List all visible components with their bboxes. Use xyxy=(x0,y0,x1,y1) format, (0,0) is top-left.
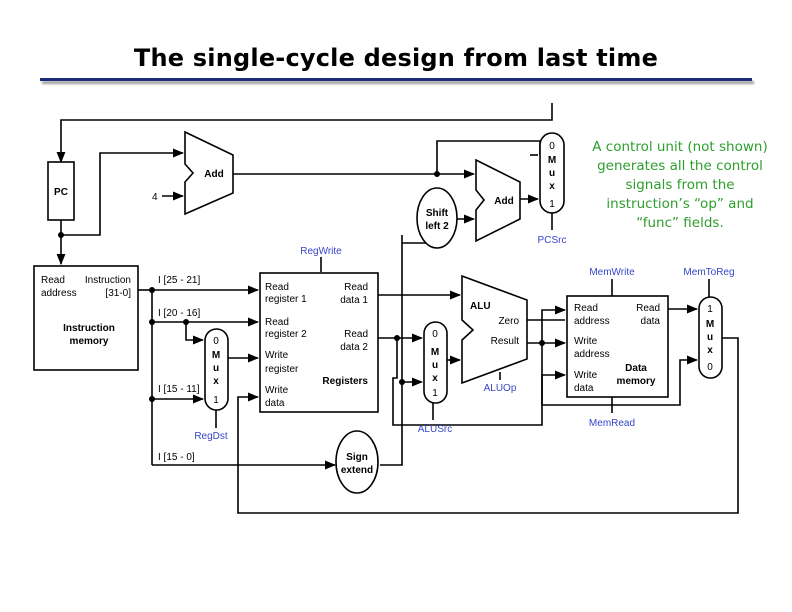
memtoreg-control-label: MemToReg xyxy=(683,267,734,278)
slide-title: The single-cycle design from last time xyxy=(133,44,659,72)
registers-read-reg1-b-text: register 1 xyxy=(265,294,307,305)
pc-adder: Add xyxy=(184,130,234,216)
data-memory-read-address-a-text: Read xyxy=(574,303,598,314)
mux-pc-top-text: 0 xyxy=(549,141,555,152)
instruction-memory-instruction-1-text: Instruction xyxy=(85,275,131,286)
pcsrc-control-label: PCSrc xyxy=(538,235,567,246)
mux-memtoreg-top-text: 1 xyxy=(707,304,713,315)
registers-title-text: Registers xyxy=(322,376,368,387)
mux-regdst-top-text: 0 xyxy=(213,336,219,347)
mux-regdst-letters-2-text: x xyxy=(213,376,219,387)
mux-regdst-bottom-text: 1 xyxy=(213,395,219,406)
field-rd-label: I [15 - 11] xyxy=(158,384,200,395)
memtoreg-mux: 1 M u x 0 xyxy=(698,296,723,379)
registers-read-data2-b-text: data 2 xyxy=(340,342,368,353)
instruction-memory-title-2-text: memory xyxy=(70,336,109,347)
aluop-control-label: ALUOp xyxy=(484,383,517,394)
mux-memtoreg-letters-2-text: x xyxy=(707,345,713,356)
mux-pc-bottom-text: 1 xyxy=(549,199,555,210)
registers-read-data1-b-text: data 1 xyxy=(340,295,368,306)
alu: ALU Zero Result xyxy=(461,274,528,385)
regdst-mux: 0 M u x 1 xyxy=(204,328,229,411)
junction-dot xyxy=(149,396,155,402)
alu-result-text: Result xyxy=(491,336,520,347)
data-memory-title-1-text: Data xyxy=(625,363,647,374)
shift-line-2: left 2 xyxy=(425,221,449,232)
memwrite-control-label: MemWrite xyxy=(589,267,635,278)
data-memory-write-data-a-text: Write xyxy=(574,370,598,381)
mux-alusrc-letters-2-text: x xyxy=(432,373,438,384)
data-memory-read-data-a-text: Read xyxy=(636,303,660,314)
registers-write-data-a-text: Write xyxy=(265,385,289,396)
mux-pc-letters-1-text: u xyxy=(549,168,555,179)
branch-adder: Add xyxy=(475,158,521,243)
pc-label: PC xyxy=(54,187,68,198)
junction-dot xyxy=(149,319,155,325)
sign-extend: Sign extend xyxy=(335,430,379,494)
registers-read-reg1-a-text: Read xyxy=(265,282,289,293)
control-unit-note: A control unit (not shown) generates all… xyxy=(592,139,768,231)
junction-dot xyxy=(434,171,440,177)
mux-regdst-letters-1-text: u xyxy=(213,363,219,374)
data-memory-write-address-b-text: address xyxy=(574,349,610,360)
junction-dot xyxy=(149,287,155,293)
constant-four-label: 4 xyxy=(152,192,158,203)
regdst-control-label: RegDst xyxy=(194,431,228,442)
data-memory-read-address-b-text: address xyxy=(574,316,610,327)
regwrite-control-label: RegWrite xyxy=(300,246,342,257)
field-imm-label: I [15 - 0] xyxy=(158,452,195,463)
instruction-memory-read-address-1-text: Read xyxy=(41,275,65,286)
sign-extend-line2-text: extend xyxy=(341,465,373,476)
pc-adder-label: Add xyxy=(204,169,223,180)
wire-junctions xyxy=(58,171,545,402)
data-memory-write-address-a-text: Write xyxy=(574,336,598,347)
mux-alusrc-top-text: 0 xyxy=(432,329,438,340)
mux-regdst-letters-0-text: M xyxy=(212,350,220,361)
shift-line-1: Shift xyxy=(426,208,449,219)
data-memory-read-data-b-text: data xyxy=(641,316,661,327)
instruction-memory-title-1-text: Instruction xyxy=(63,323,115,334)
memread-control-label: MemRead xyxy=(589,418,635,429)
data-memory-title-2-text: memory xyxy=(617,376,656,387)
field-rs-label: I [25 - 21] xyxy=(158,275,200,286)
program-counter: PC xyxy=(47,161,75,221)
registers-write-data-b-text: data xyxy=(265,398,285,409)
register-file: Read register 1 Read register 2 Write re… xyxy=(259,272,379,413)
mux-alusrc-letters-0-text: M xyxy=(431,347,439,358)
junction-dot xyxy=(399,379,405,385)
data-memory-write-data-b-text: data xyxy=(574,383,594,394)
pc-mux: 0 M u x 1 xyxy=(539,132,565,214)
shift-left-2: Shift left 2 xyxy=(416,187,458,249)
mux-memtoreg-letters-1-text: u xyxy=(707,332,713,343)
junction-dot xyxy=(394,335,400,341)
registers-write-reg-a-text: Write xyxy=(265,350,289,361)
alu-zero-text: Zero xyxy=(498,316,519,327)
mux-pc-letters-2-text: x xyxy=(549,181,555,192)
registers-read-reg2-b-text: register 2 xyxy=(265,329,307,340)
registers-write-reg-b-text: register xyxy=(265,364,299,375)
mux-memtoreg-bottom-text: 0 xyxy=(707,362,713,373)
registers-read-data1-a-text: Read xyxy=(344,282,368,293)
instruction-memory-instruction-2-text: [31-0] xyxy=(105,288,131,299)
mux-alusrc-letters-1-text: u xyxy=(432,360,438,371)
alusrc-mux: 0 M u x 1 xyxy=(423,321,448,404)
mux-memtoreg-letters-0-text: M xyxy=(706,319,714,330)
junction-dot xyxy=(183,319,189,325)
mux-alusrc-bottom-text: 1 xyxy=(432,388,438,399)
field-rt-label: I [20 - 16] xyxy=(158,308,200,319)
alu-title-text: ALU xyxy=(470,301,491,312)
instruction-memory-read-address-2-text: address xyxy=(41,288,77,299)
alusrc-control-label: ALUSrc xyxy=(418,424,452,435)
mux-pc-letters-0-text: M xyxy=(548,155,556,166)
junction-dot xyxy=(58,232,64,238)
registers-read-data2-a-text: Read xyxy=(344,329,368,340)
branch-adder-label: Add xyxy=(494,196,513,207)
registers-read-reg2-a-text: Read xyxy=(265,317,289,328)
sign-extend-line1-text: Sign xyxy=(346,452,368,463)
junction-dot xyxy=(539,340,545,346)
instruction-memory: Read address Instruction [31-0] Instruct… xyxy=(33,265,139,371)
data-memory: Read address Write address Write data Re… xyxy=(566,295,669,398)
title-underline xyxy=(40,78,752,81)
